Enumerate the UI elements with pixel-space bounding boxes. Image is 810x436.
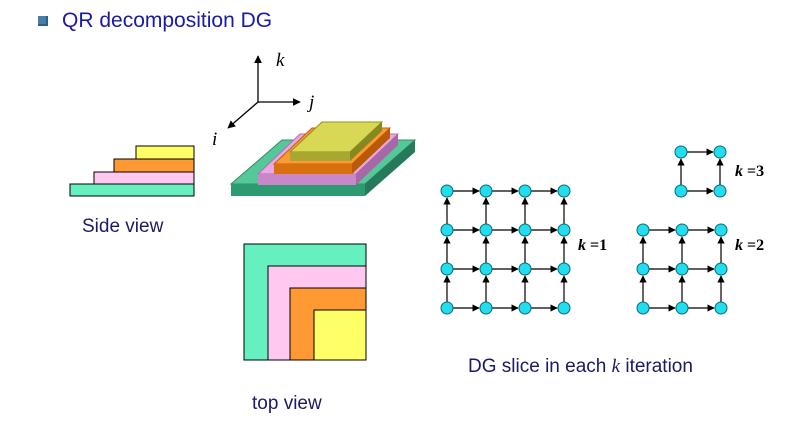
k2-node	[675, 223, 689, 237]
k1-node	[557, 301, 571, 315]
iso-yellow-side	[350, 122, 382, 161]
j-axis-label: j	[306, 92, 314, 113]
iso-green-front	[231, 184, 365, 196]
k1-node	[479, 184, 493, 198]
k1-node	[518, 262, 532, 276]
i-axis-label: i	[212, 129, 217, 150]
k3-label: k =3	[735, 163, 764, 180]
caption-suffix: iteration	[620, 356, 693, 377]
k2-node	[714, 262, 728, 276]
side-view-label: Side view	[82, 216, 164, 237]
side-layer-pink	[93, 171, 195, 185]
k2-node	[636, 301, 650, 315]
k1-node	[518, 301, 532, 315]
k1-node	[518, 223, 532, 237]
k1-node	[479, 262, 493, 276]
iso-pink-front	[258, 174, 356, 185]
k2-label: k =2	[735, 237, 764, 254]
page-title: QR decomposition DG	[62, 9, 273, 32]
k3-node	[713, 145, 727, 159]
iso-pink-side	[356, 134, 398, 185]
k1-node	[557, 184, 571, 198]
k1-node	[440, 184, 454, 198]
k1-node	[440, 301, 454, 315]
k1-node	[440, 223, 454, 237]
top-view-label: top view	[252, 393, 322, 414]
iso-view	[229, 121, 417, 196]
axis-triad: k j i	[212, 50, 314, 150]
dg-grid-k3	[674, 145, 727, 198]
k3-node	[674, 184, 688, 198]
k1-label: k =1	[578, 237, 607, 254]
k1-node	[440, 262, 454, 276]
dg-grid-k1	[440, 184, 571, 315]
title-row: QR decomposition DG	[38, 6, 272, 36]
k-axis-label: k	[276, 50, 285, 71]
side-layer-yellow	[135, 145, 195, 160]
top-view	[243, 243, 367, 361]
dg-caption: DG slice in each k iteration	[468, 356, 693, 378]
k2-node	[675, 262, 689, 276]
top-square-yellow	[313, 309, 367, 361]
k2-node	[636, 223, 650, 237]
caption-prefix: DG slice in each	[468, 356, 612, 377]
k1-node	[557, 223, 571, 237]
k1-node	[518, 184, 532, 198]
caption-var: k	[611, 356, 621, 377]
i-axis-arrow	[227, 101, 259, 129]
k2-node	[636, 262, 650, 276]
k2-node	[675, 301, 689, 315]
iso-green-side	[365, 140, 415, 196]
iso-orange-front	[274, 164, 352, 174]
k3-node	[713, 184, 727, 198]
k2-node	[714, 223, 728, 237]
dg-grid-k2	[636, 223, 728, 315]
k2-node	[714, 301, 728, 315]
iso-yellow-front	[290, 152, 350, 161]
k3-node	[674, 145, 688, 159]
bullet-icon	[38, 16, 48, 26]
iso-orange-side	[352, 128, 390, 174]
side-view	[69, 145, 195, 197]
k1-node	[557, 262, 571, 276]
k1-node	[479, 301, 493, 315]
k1-node	[479, 223, 493, 237]
side-layer-green	[69, 183, 195, 197]
side-layer-orange	[113, 158, 195, 173]
